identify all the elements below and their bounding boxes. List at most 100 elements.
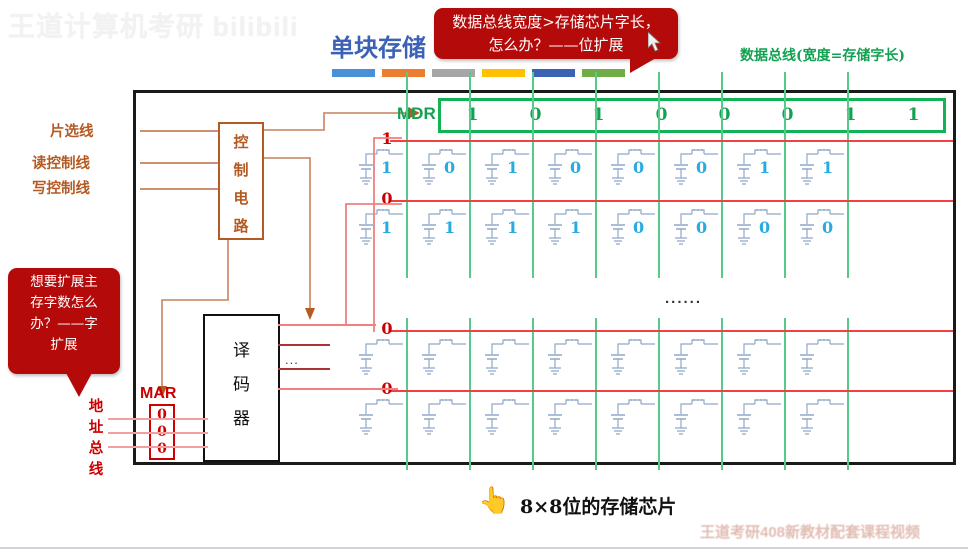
decoder-out-line-b [278, 368, 330, 370]
memory-cell: 1 [355, 208, 407, 254]
bit-line-3-seg1 [595, 318, 598, 470]
callout-bit-line2: 怎么办？——位扩展 [488, 36, 624, 54]
bit-line-3-seg0 [595, 72, 598, 278]
bit-line-7-seg0 [847, 72, 850, 278]
dram-cell-icon [485, 339, 529, 375]
memory-cell: 0 [607, 148, 659, 194]
cell-value: 1 [759, 158, 771, 177]
dram-cell-icon [800, 149, 844, 185]
memory-cell: 0 [418, 148, 470, 194]
decoder-ellipsis: ... [285, 352, 299, 367]
memory-cell: 0 [670, 148, 722, 194]
line-read-control [140, 162, 220, 164]
bit-line-6-seg0 [784, 72, 787, 278]
memory-cell: 1 [481, 148, 533, 194]
array-ellipsis: ...... [665, 290, 703, 307]
cell-value: 1 [381, 158, 393, 177]
dram-cell-icon [800, 399, 844, 435]
memory-cell [481, 338, 533, 384]
decoder-char-3: 器 [233, 409, 250, 429]
control-to-mdr-line [264, 108, 420, 131]
dram-cell-icon [800, 339, 844, 375]
address-bus-char-3: 总 [88, 440, 104, 457]
color-bar-2 [382, 69, 425, 77]
decoder-out-line-bottom [278, 388, 398, 390]
memory-cell [481, 398, 533, 444]
bit-line-5-seg1 [721, 318, 724, 470]
callout-word-line4: 扩展 [50, 337, 78, 353]
addr-line-3 [108, 446, 208, 448]
color-bar-5 [532, 69, 575, 77]
address-bus-char-4: 线 [88, 461, 104, 478]
control-char-1: 控 [233, 133, 249, 151]
control-char-3: 电 [233, 189, 249, 207]
mdr-bit-3: 0 [655, 105, 668, 125]
color-bar-6 [582, 69, 625, 77]
decoder-out-line-top [278, 324, 376, 326]
memory-chip-frame [133, 90, 956, 465]
address-bus-char-2: 址 [88, 419, 104, 436]
dram-cell-icon [359, 399, 403, 435]
memory-cell [607, 398, 659, 444]
dram-cell-icon [611, 209, 655, 245]
mdr-bit-5: 0 [781, 105, 794, 125]
cell-value: 1 [444, 218, 456, 237]
bit-line-5-seg0 [721, 72, 724, 278]
cell-value: 1 [822, 158, 834, 177]
decoder-box: 译 码 器 [203, 314, 280, 462]
memory-cell: 0 [544, 148, 596, 194]
word-line-1 [390, 200, 953, 202]
data-bus-stub-5 [721, 78, 724, 98]
decoder-char-1: 译 [233, 341, 250, 361]
cell-value: 1 [507, 158, 519, 177]
memory-cell: 1 [796, 148, 848, 194]
data-bus-stub-3 [595, 78, 598, 98]
data-bus-label: 数据总线(宽度=存储字长) [740, 48, 905, 64]
addr-line-2 [108, 432, 208, 434]
memory-cell [418, 398, 470, 444]
callout-word-expansion: 想要扩展主 存字数怎么 办？——字 扩展 [8, 268, 120, 397]
bit-line-0-seg1 [406, 318, 409, 470]
dram-cell-icon [548, 399, 592, 435]
mdr-bit-6: 1 [844, 105, 857, 125]
dram-cell-icon [548, 149, 592, 185]
callout-word-line1: 想要扩展主 [30, 274, 98, 290]
memory-cell [796, 398, 848, 444]
memory-cell: 0 [733, 208, 785, 254]
label-chip-select: 片选线 [50, 123, 94, 140]
color-bar-3 [432, 69, 475, 77]
control-char-2: 制 [233, 161, 249, 179]
dram-cell-icon [359, 339, 403, 375]
dram-cell-icon [548, 209, 592, 245]
memory-cell: 0 [796, 208, 848, 254]
word-line-0 [390, 140, 953, 142]
line-write-control [140, 188, 220, 190]
bit-line-0-seg0 [406, 72, 409, 278]
cell-value: 0 [444, 158, 456, 177]
mar-label: MAR [140, 385, 177, 402]
dram-cell-icon [422, 149, 466, 185]
color-bar-strip [332, 64, 632, 77]
dram-cell-icon [674, 339, 718, 375]
dram-cell-icon [359, 209, 403, 245]
dram-cell-icon [485, 399, 529, 435]
dram-cell-icon [737, 399, 781, 435]
callout-bit-line1: 数据总线宽度>存储芯片字长， [452, 13, 660, 31]
cell-value: 0 [633, 218, 645, 237]
cell-value: 1 [507, 218, 519, 237]
decoder-wordline-connectors [345, 137, 402, 332]
dram-cell-icon [674, 209, 718, 245]
mar-bit-2: 0 [157, 441, 167, 457]
control-circuit-box: 控 制 电 路 [218, 122, 264, 240]
memory-cell [544, 398, 596, 444]
bit-line-2-seg0 [532, 72, 535, 278]
dram-cell-icon [674, 149, 718, 185]
callout-word-line3: 办？——字 [30, 316, 98, 332]
dram-cell-icon [737, 339, 781, 375]
bit-line-2-seg1 [532, 318, 535, 470]
dram-cell-icon [548, 339, 592, 375]
memory-cell [733, 338, 785, 384]
bit-line-7-seg1 [847, 318, 850, 470]
